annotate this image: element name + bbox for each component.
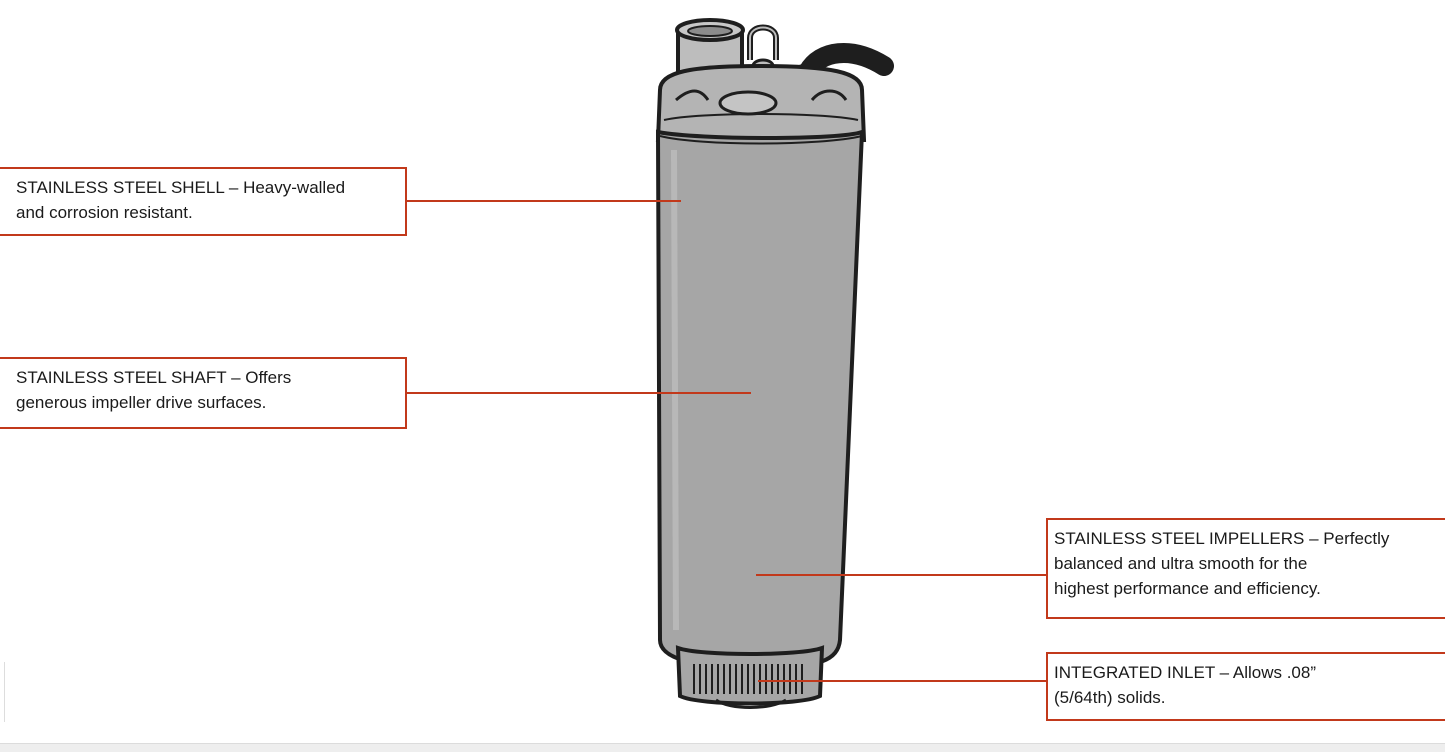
discharge-bore — [687, 25, 733, 37]
callout-inlet: INTEGRATED INLET – Allows .08” (5/64th) … — [1046, 652, 1445, 721]
callout-shell-line-1: STAINLESS STEEL SHELL – Heavy-walled — [16, 178, 346, 197]
shell-highlight — [671, 149, 679, 631]
callout-inlet-line-2: (5/64th) solids. — [1054, 688, 1166, 707]
lifting-eye-highlight — [749, 26, 777, 60]
callout-shaft: STAINLESS STEEL SHAFT – Offers generous … — [0, 357, 407, 429]
callout-shaft-line-2: generous impeller drive surfaces. — [16, 393, 267, 412]
left-edge-divider — [4, 662, 5, 722]
cap-boss — [718, 90, 778, 116]
bottom-scrollbar-track[interactable] — [0, 743, 1445, 752]
callout-impellers-line-3: highest performance and efficiency. — [1054, 579, 1321, 598]
callout-shell: STAINLESS STEEL SHELL – Heavy-walled and… — [0, 167, 407, 236]
lifting-eye — [747, 24, 779, 60]
inlet-section — [675, 645, 825, 706]
cap-rib — [675, 89, 710, 102]
cap-seam — [663, 113, 859, 121]
callout-shaft-line-1: STAINLESS STEEL SHAFT – Offers — [16, 368, 292, 387]
shell-body — [655, 129, 865, 671]
callout-impellers: STAINLESS STEEL IMPELLERS – Perfectly ba… — [1046, 518, 1445, 619]
callout-impellers-line-1: STAINLESS STEEL IMPELLERS – Perfectly — [1054, 529, 1390, 548]
callout-shell-line-2: and corrosion resistant. — [16, 203, 193, 222]
shell-top-seam — [659, 135, 863, 145]
callout-impellers-line-2: balanced and ultra smooth for the — [1054, 554, 1308, 573]
inlet-base — [715, 698, 787, 709]
cap-rib — [810, 89, 848, 102]
inlet-slots — [693, 664, 803, 694]
callout-inlet-line-1: INTEGRATED INLET – Allows .08” — [1054, 663, 1316, 682]
